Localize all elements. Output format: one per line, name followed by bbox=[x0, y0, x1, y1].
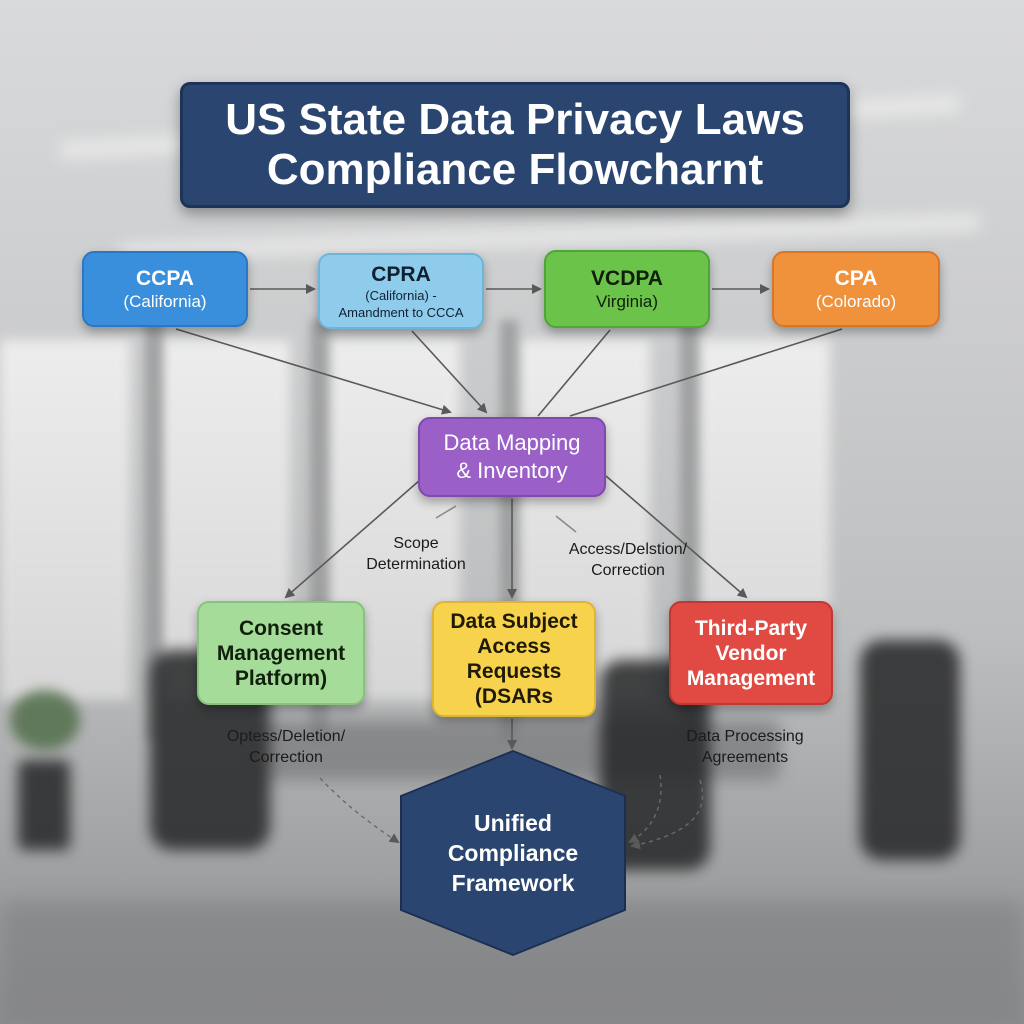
law-detail: (Colorado) bbox=[815, 292, 897, 311]
law-detail-2: Amandment to CCCA bbox=[338, 304, 464, 320]
output-line-3: Management bbox=[686, 666, 816, 690]
output-line-1: Consent bbox=[239, 616, 323, 640]
hub-line-1: Data Mapping bbox=[443, 430, 581, 455]
dashed-arrow-consent-to-framework bbox=[319, 777, 400, 844]
dashed-arrow-vendor-to-framework bbox=[628, 774, 662, 844]
output-line-2: Management bbox=[216, 641, 346, 665]
title-line-1: US State Data Privacy Laws bbox=[225, 95, 805, 144]
law-detail: (California) - bbox=[365, 287, 437, 303]
line-cpa-to-hub bbox=[569, 328, 843, 417]
output-line-1: Third-Party bbox=[694, 616, 807, 640]
third-party-vendor-box[interactable]: Third-Party Vendor Management bbox=[669, 601, 833, 705]
law-box-cpra[interactable]: CPRA (California) - Amandment to CCCA bbox=[318, 253, 484, 329]
flowchart-title: US State Data Privacy Laws Compliance Fl… bbox=[180, 82, 850, 208]
law-box-cpa[interactable]: CPA (Colorado) bbox=[772, 251, 940, 327]
output-line-1: Data Subject bbox=[450, 610, 578, 633]
arrow-hub-to-consent bbox=[284, 479, 421, 599]
edge-label-optout-deletion-correction: Optess/Deletion/ Correction bbox=[226, 728, 346, 766]
line-vcdpa-to-hub bbox=[537, 329, 611, 417]
edge-label-data-processing-agreements: Data Processing Agreements bbox=[686, 728, 804, 766]
law-box-ccpa[interactable]: CCPA (California) bbox=[82, 251, 248, 327]
framework-line-3: Framework bbox=[451, 870, 575, 896]
tick-scope bbox=[435, 505, 457, 519]
arrow-ccpa-to-hub bbox=[175, 328, 452, 415]
law-detail: (California) bbox=[123, 292, 207, 311]
consent-management-box[interactable]: Consent Management Platform) bbox=[197, 601, 365, 705]
title-line-2: Compliance Flowcharnt bbox=[266, 145, 764, 194]
output-line-3: Platform) bbox=[234, 666, 328, 690]
arrow-hub-to-vendor bbox=[605, 475, 748, 599]
framework-line-1: Unified bbox=[474, 810, 552, 836]
law-name: CPRA bbox=[371, 262, 431, 286]
law-name: CPA bbox=[834, 267, 878, 290]
law-detail: Virginia) bbox=[595, 292, 659, 311]
framework-line-2: Compliance bbox=[447, 840, 579, 866]
edge-label-scope-determination: Scope Determination bbox=[366, 535, 466, 573]
arrow-cpra-to-hub bbox=[411, 330, 488, 414]
output-line-2: Vendor bbox=[715, 641, 787, 665]
output-line-2: Access bbox=[477, 635, 551, 658]
dsar-box[interactable]: Data Subject Access Requests (DSARs bbox=[432, 601, 596, 717]
data-mapping-inventory-box[interactable]: Data Mapping & Inventory bbox=[418, 417, 606, 497]
edge-label-access-deletion-correction: Access/Delstion/ Correction bbox=[568, 541, 688, 579]
unified-compliance-framework-hexagon[interactable]: Unified Compliance Framework bbox=[402, 752, 624, 954]
law-name: VCDPA bbox=[591, 267, 663, 290]
output-line-4: (DSARs bbox=[474, 685, 554, 708]
hub-line-2: & Inventory bbox=[456, 458, 568, 483]
dashed-arrow-vendor-to-framework-2 bbox=[630, 779, 704, 850]
law-box-vcdpa[interactable]: VCDPA Virginia) bbox=[544, 250, 710, 328]
tick-access bbox=[555, 515, 577, 533]
law-name: CCPA bbox=[136, 267, 194, 290]
output-line-3: Requests bbox=[466, 660, 562, 683]
